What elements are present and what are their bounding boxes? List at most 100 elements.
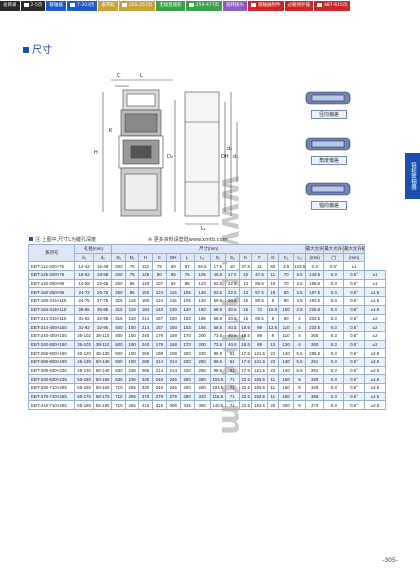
nav-tab-label: 过载保护器	[287, 3, 311, 8]
table-cell: 13	[238, 278, 253, 289]
table-cell: 157	[151, 313, 167, 324]
col-subheader: D₁	[111, 252, 127, 263]
table-cell: 104.5	[209, 374, 226, 384]
table-cell: 179	[151, 339, 167, 350]
table-cell: 112	[138, 261, 153, 272]
table-cell: 0.5°	[343, 391, 365, 402]
table-cell: 14-42	[74, 261, 94, 272]
table-cell: 15	[238, 313, 253, 324]
table-cell: 11	[266, 270, 280, 280]
table-cell: 22.5	[224, 287, 240, 298]
table-cell: 30.5	[224, 296, 240, 306]
table-cell: 157	[151, 322, 167, 332]
nav-tab[interactable]: 旋转接头	[223, 1, 248, 11]
table-cell: 150	[165, 322, 181, 332]
side-tab[interactable]: 链轮联轴器	[405, 153, 420, 199]
col-header-dimensions: 尺寸(mm)	[111, 244, 306, 254]
table-cell: 22-65	[92, 278, 113, 289]
table-cell: 160	[278, 374, 295, 384]
table-cell: 150	[125, 330, 140, 341]
table-cell: 12	[266, 339, 280, 350]
table-cell: 180	[138, 296, 153, 306]
nav-tab[interactable]: 2-5页	[20, 1, 46, 11]
table-cell: ±2.5	[363, 374, 387, 384]
table-cell: 11	[266, 383, 280, 393]
table-cell: 250	[111, 287, 127, 298]
table-cell: 0.3	[323, 356, 345, 367]
table-cell: 0.3	[323, 374, 345, 384]
table-cell: 0.5°	[343, 287, 365, 298]
model-cell: EBT-265-500×190	[27, 348, 76, 358]
nav-square-icon	[69, 2, 75, 7]
table-cell: 315	[111, 313, 127, 324]
table-cell: 25	[266, 400, 280, 411]
table-cell: 200	[193, 330, 211, 341]
col-header-axial: 最大允许轴向偏差	[343, 244, 365, 254]
table-cell: 280	[193, 383, 211, 393]
table-cell: 170	[179, 339, 195, 350]
model-cell: EBT-125-200×75	[27, 270, 76, 280]
nav-square-icon	[23, 2, 29, 7]
table-cell: 3.5	[293, 278, 306, 289]
nav-tab[interactable]: 无级变速轮	[156, 1, 185, 11]
table-cell: ±1	[343, 261, 365, 272]
table-cell: 4	[293, 322, 306, 332]
table-cell: 236	[125, 365, 140, 376]
table-cell: 40.5	[224, 322, 240, 332]
deviation-illustrations: 径向偏差 角度偏差 轴向偏差	[288, 88, 368, 223]
table-cell: 0.3	[323, 304, 345, 315]
col-subheader: (°)	[323, 252, 345, 263]
table-cell: 68.5	[209, 322, 226, 332]
table-cell: 500	[111, 339, 127, 350]
table-cell: 8	[293, 383, 306, 393]
table-cell: 285.5	[304, 348, 325, 358]
table-cell: 98.5	[209, 365, 226, 376]
table-cell: 200	[111, 270, 127, 280]
table-cell: 118	[125, 304, 140, 315]
col-subheader: DH	[165, 252, 181, 263]
table-cell: 15.5	[266, 304, 280, 315]
table-cell: 85	[165, 270, 181, 280]
table-cell: 28-85	[74, 304, 94, 315]
table-cell: 71	[224, 391, 240, 402]
table-cell: 250	[193, 356, 211, 367]
table-cell: 0.5°	[343, 339, 365, 350]
nav-tab[interactable]: 联轴器附件	[248, 1, 284, 11]
nav-tab[interactable]: 487-615页	[314, 1, 351, 11]
table-cell: 45-130	[92, 348, 113, 358]
table-cell: 89	[251, 330, 268, 341]
table-cell: ±2.5	[363, 365, 387, 376]
nav-tab[interactable]: 皮带轮	[98, 1, 118, 11]
table-cell: 70	[278, 270, 295, 280]
table-cell: 45-130	[74, 356, 94, 367]
table-cell: 85	[179, 278, 195, 289]
table-cell: 121.5	[251, 348, 268, 358]
table-cell: 89	[251, 339, 268, 350]
table-cell: 280	[193, 374, 211, 384]
table-cell: 130	[278, 339, 295, 350]
nav-tab[interactable]: 7-203页	[66, 1, 98, 11]
nav-tab[interactable]: 联轴器	[46, 1, 66, 11]
table-cell: ±2	[363, 313, 387, 324]
nav-tab[interactable]: 259-477页	[185, 1, 223, 11]
nav-tab[interactable]: 总目录	[0, 1, 20, 11]
table-cell: 160	[278, 383, 295, 393]
table-cell: 153	[179, 322, 195, 332]
table-cell: 8	[293, 400, 306, 411]
table-cell: 105	[193, 270, 211, 280]
nav-tab[interactable]: 205-257页	[118, 1, 156, 11]
table-cell: 15	[238, 304, 253, 315]
nav-tab[interactable]: 过载保护器	[284, 1, 314, 11]
table-cell: 0.3	[323, 296, 345, 306]
model-cell: EBT-330-630×236	[27, 374, 76, 384]
nav-tab-label: 487-615页	[324, 3, 348, 8]
dim-label-c: C	[117, 73, 121, 79]
table-cell: 280	[179, 391, 195, 402]
nav-tab-label: 联轴器附件	[258, 3, 281, 8]
model-cell: EBT-415-710×265	[27, 400, 76, 411]
table-cell: 55-150	[74, 374, 94, 384]
